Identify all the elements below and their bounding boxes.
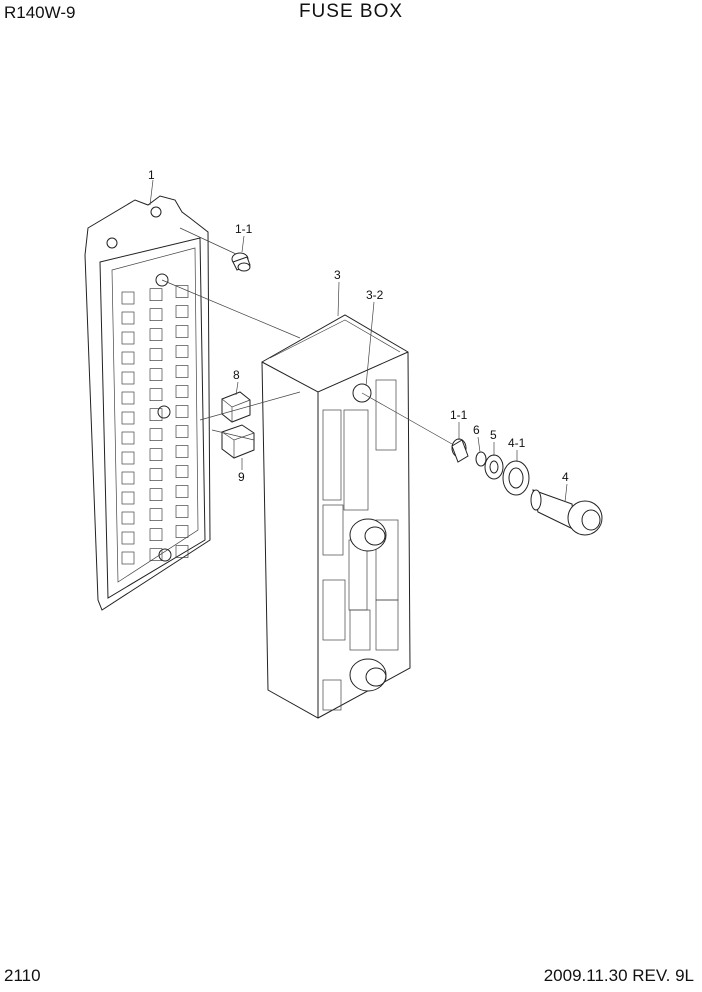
callout-9: 9 <box>238 470 245 484</box>
callout-3: 3 <box>334 268 341 282</box>
fuse-slot <box>175 545 189 558</box>
fuse-slot <box>175 525 189 538</box>
fuse-slot <box>149 488 163 501</box>
fuse-slot <box>121 551 135 565</box>
fuse-slot <box>149 388 163 401</box>
fuse-slot <box>121 331 135 345</box>
fuse-slot <box>121 431 135 445</box>
assembly-leader-lines <box>161 227 453 445</box>
fuse-slot <box>149 508 163 521</box>
fuse-slot <box>149 288 163 301</box>
page-title: FUSE BOX <box>298 1 404 22</box>
fuse-slot <box>149 408 163 421</box>
fuse-base-panel <box>84 195 211 611</box>
fuse-slot <box>121 451 135 465</box>
fuse-slot <box>175 465 189 478</box>
fuse-slot <box>149 368 163 381</box>
callout-1-1-top: 1-1 <box>235 222 253 236</box>
fuse-box-cover <box>261 314 411 719</box>
fuse-slot <box>175 405 189 418</box>
callout-3-2: 3-2 <box>366 288 384 302</box>
callout-6: 6 <box>473 423 480 437</box>
callout-4: 4 <box>562 470 569 484</box>
cover-label-block <box>322 504 344 556</box>
cover-label-block <box>322 409 342 501</box>
fuse-slot <box>121 351 135 365</box>
cover-knob-bottom <box>349 658 387 692</box>
fuse-slot <box>175 445 189 458</box>
cover-label-block <box>322 579 346 641</box>
fuse-slot <box>175 385 189 398</box>
fuse-slot <box>149 468 163 481</box>
cover-knob-top <box>349 518 387 552</box>
fuse-slot <box>149 548 163 561</box>
relay-part-9 <box>221 424 255 459</box>
fuse-slot <box>149 428 163 441</box>
callout-4-1: 4-1 <box>508 436 526 450</box>
cover-label-block <box>375 379 397 451</box>
callouts: 1 1-1 3 3-2 8 9 1-1 6 5 4-1 4 <box>148 168 569 503</box>
fuse-slot <box>175 425 189 438</box>
fuse-slot <box>175 365 189 378</box>
cover-label-block <box>375 599 399 651</box>
fuse-slot <box>121 531 135 545</box>
callout-1-1-side: 1-1 <box>450 408 468 422</box>
page-number: 2110 <box>4 966 41 985</box>
fuse-slot <box>175 285 189 298</box>
fuse-slot <box>175 345 189 358</box>
revision-date: 2009.11.30 REV. 9L <box>543 966 694 985</box>
fuse-slot <box>121 311 135 325</box>
fuse-slot <box>175 325 189 338</box>
callout-1: 1 <box>148 168 155 182</box>
cover-label-block <box>322 679 342 711</box>
fuse-slot <box>121 291 135 305</box>
knob-part-4 <box>530 489 603 536</box>
fuse-slot <box>175 505 189 518</box>
seal-part-4-1 <box>502 460 530 496</box>
cover-label-block <box>343 409 369 511</box>
fuse-slot <box>175 485 189 498</box>
fuse-slot <box>149 308 163 321</box>
fuse-slot <box>121 491 135 505</box>
fuse-slot <box>121 391 135 405</box>
callout-5: 5 <box>490 428 497 442</box>
fuse-slot <box>175 305 189 318</box>
washer-part-5 <box>484 454 504 480</box>
fuse-slot <box>149 528 163 541</box>
cover-label-block <box>349 609 371 651</box>
plug-part-1-1-side <box>451 438 469 463</box>
fuse-slot <box>149 328 163 341</box>
plug-part-1-1-top <box>231 252 251 272</box>
fuse-slot <box>149 448 163 461</box>
model-code: R140W-9 <box>4 3 76 22</box>
fuse-slot <box>121 411 135 425</box>
callout-8: 8 <box>233 368 240 382</box>
fuse-slot <box>121 371 135 385</box>
fuse-slot <box>149 348 163 361</box>
fuse-slot <box>121 471 135 485</box>
fuse-slot <box>121 511 135 525</box>
o-ring-part-6 <box>475 451 487 467</box>
